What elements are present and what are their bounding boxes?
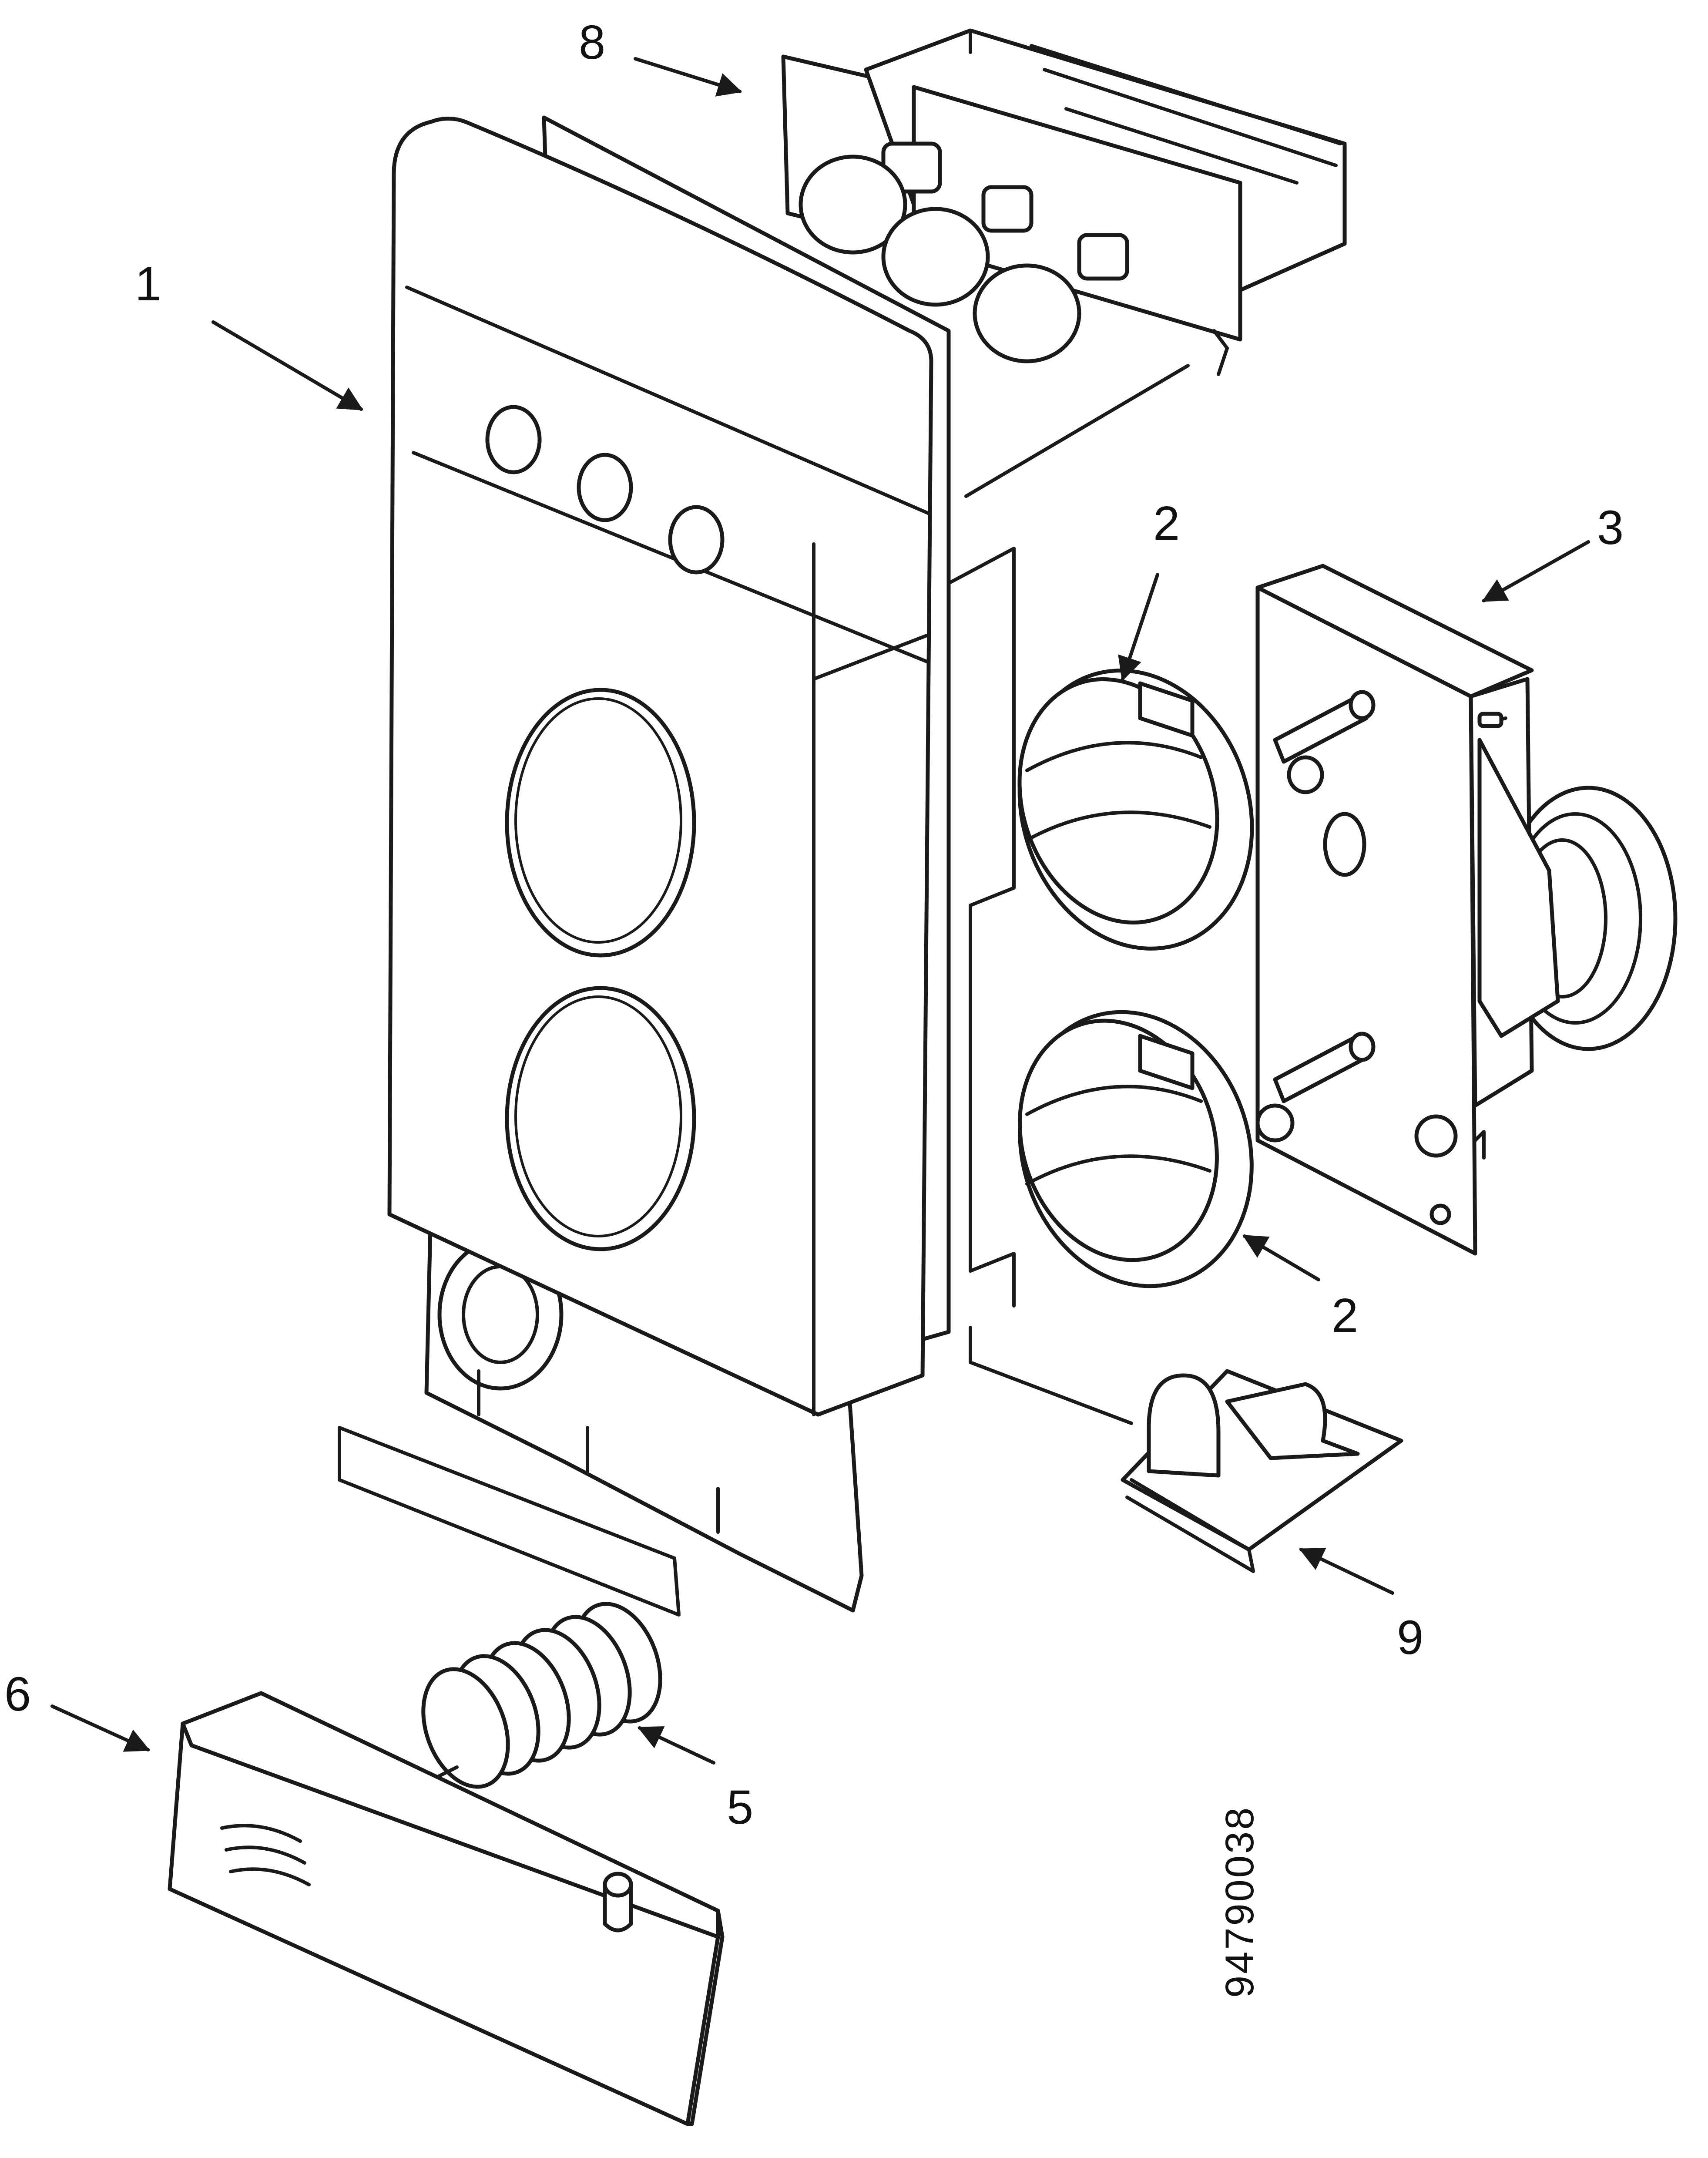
part-6-bottom-cover	[168, 1691, 725, 2126]
callout-5: 5	[727, 1781, 753, 1834]
callout-8: 8	[579, 16, 605, 69]
callout-6: 6	[4, 1667, 31, 1721]
part-2-knob-upper	[1017, 669, 1254, 951]
callout-2-lower: 2	[1332, 1289, 1358, 1342]
arrow-1	[211, 320, 363, 411]
arrow-3	[1482, 540, 1590, 602]
part-1-control-panel	[387, 115, 951, 1613]
arrow-2-lower	[1242, 1234, 1320, 1281]
arrow-2-upper	[1118, 573, 1159, 682]
mounting-outline	[338, 364, 1190, 1617]
arrow-8	[634, 57, 742, 97]
callout-1: 1	[135, 257, 161, 311]
callout-3: 3	[1597, 501, 1624, 555]
part-9-latch	[1121, 1369, 1403, 1573]
arrow-6	[50, 1704, 151, 1752]
callout-9: 9	[1397, 1611, 1423, 1664]
part-3-control-bracket	[1255, 564, 1678, 1256]
leader-arrows	[50, 57, 1590, 1765]
part-2-knob-lower	[1018, 1010, 1254, 1288]
callout-2-upper: 2	[1153, 497, 1180, 550]
part-5-spring	[403, 1602, 662, 1795]
document-number: 94790038	[1218, 1806, 1262, 1998]
part-8-button-switch-module	[781, 28, 1347, 376]
callout-labels: 1 8 2 3 2 9 5 6	[4, 16, 1624, 1834]
arrow-9	[1299, 1548, 1394, 1595]
arrow-5	[637, 1726, 715, 1765]
